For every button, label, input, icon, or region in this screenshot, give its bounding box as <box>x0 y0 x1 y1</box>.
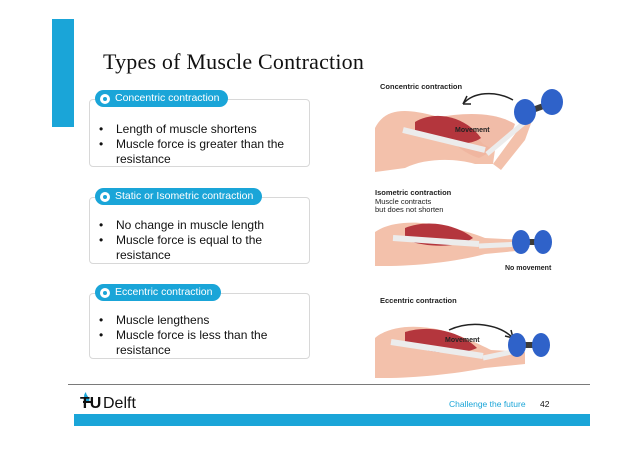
card-tag-isometric: Static or Isometric contraction <box>95 188 263 205</box>
card-eccentric: Muscle lengthens Muscle force is less th… <box>89 293 310 359</box>
eccentric-arm-illustration <box>375 323 550 378</box>
bullet-dot-icon <box>100 287 110 298</box>
figure-label: Isometric contraction <box>375 188 452 197</box>
figure-isometric: Isometric contraction Muscle contracts b… <box>375 186 565 280</box>
bullet: No change in muscle length <box>90 218 303 233</box>
footer-tagline: Challenge the future <box>449 399 526 409</box>
page-number: 42 <box>540 399 550 409</box>
card-tag-eccentric: Eccentric contraction <box>95 284 222 301</box>
slide-title: Types of Muscle Contraction <box>103 49 365 74</box>
bullet: Length of muscle shortens <box>90 122 303 137</box>
tudelft-logo: TU Delft <box>80 391 140 415</box>
no-movement-label: No movement <box>505 265 552 272</box>
footer-divider <box>68 384 590 385</box>
figure-eccentric: Eccentric contraction Movement <box>375 294 565 380</box>
bullet: Muscle force is less than the resistance <box>90 328 303 358</box>
card-tag-label: Static or Isometric contraction <box>115 190 254 202</box>
bullet: Muscle force is greater than the resista… <box>90 137 303 167</box>
card-tag-concentric: Concentric contraction <box>95 90 229 107</box>
card-tag-label: Concentric contraction <box>115 92 220 104</box>
card-isometric: No change in muscle length Muscle force … <box>89 197 310 264</box>
card-concentric: Length of muscle shortens Muscle force i… <box>89 99 310 167</box>
bullet-dot-icon <box>100 93 110 104</box>
logo-tu-text: TU <box>80 395 102 412</box>
accent-bar <box>52 19 74 127</box>
figure-sublabel: but does not shorten <box>375 205 444 214</box>
bullet-dot-icon <box>100 191 110 202</box>
footer-accent-bar <box>74 414 590 426</box>
logo-delft-text: Delft <box>103 395 136 412</box>
bullet: Muscle force is equal to the resistance <box>90 233 303 263</box>
movement-label: Movement <box>445 337 480 344</box>
bullet: Muscle lengthens <box>90 313 303 328</box>
figure-sublabel: Muscle contracts <box>375 197 432 206</box>
movement-label: Movement <box>455 127 490 134</box>
concentric-arm-illustration <box>375 89 563 172</box>
tudelft-flame-icon <box>83 392 91 403</box>
figure-label: Eccentric contraction <box>380 296 457 305</box>
isometric-arm-illustration <box>375 222 552 266</box>
card-tag-label: Eccentric contraction <box>115 286 213 298</box>
figure-label: Concentric contraction <box>380 82 463 91</box>
figure-concentric: Concentric contraction Movement <box>375 78 565 172</box>
